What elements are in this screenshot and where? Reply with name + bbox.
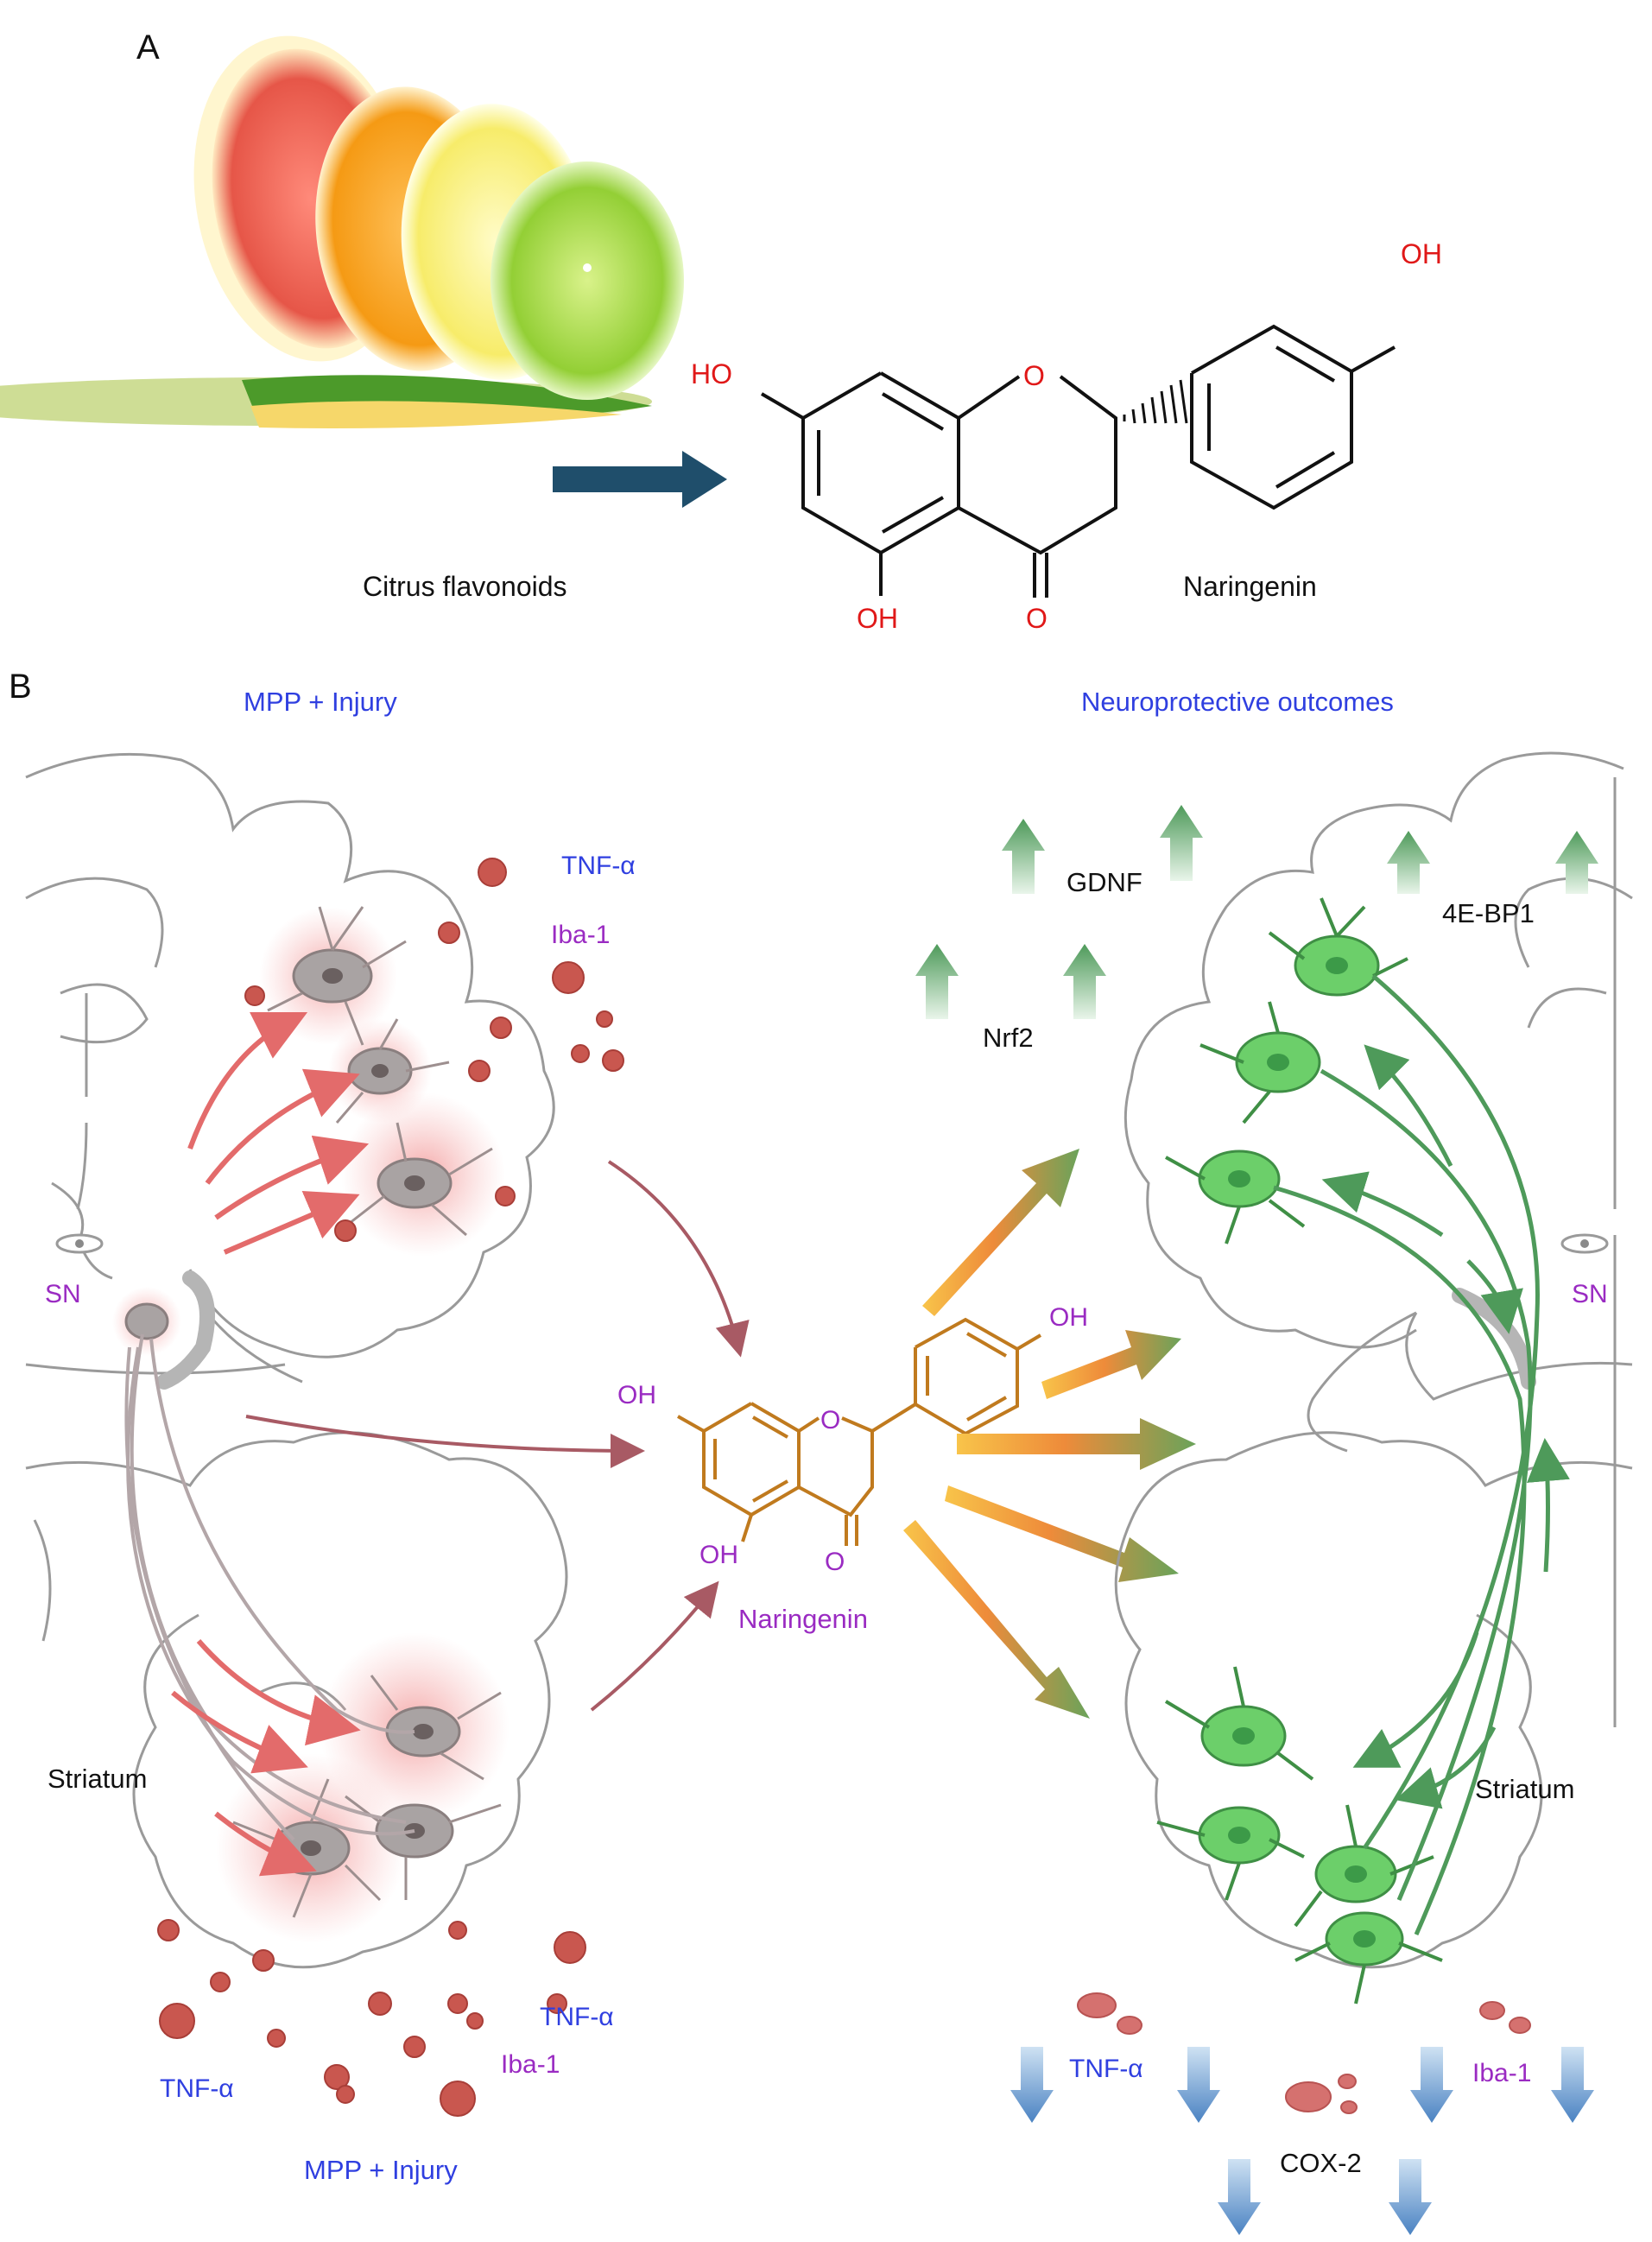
right-brain-outline [1114, 751, 1633, 1969]
center-oh-bottom: OH [699, 1541, 738, 1569]
right-gdnf-label: GDNF [1067, 867, 1142, 897]
right-top-title: Neuroprotective outcomes [1081, 687, 1394, 717]
right-nrf2-label: Nrf2 [983, 1023, 1034, 1053]
left-tnf-bottom-right: TNF-α [540, 2003, 614, 2031]
right-striatum-label: Striatum [1475, 1774, 1574, 1804]
left-microglia-particles [157, 858, 624, 2117]
naringenin-effect-arrows [903, 1149, 1196, 1719]
ho-left-a: HO [691, 358, 732, 390]
naringenin-structure-a [760, 324, 1396, 598]
center-oh-left: OH [617, 1381, 656, 1409]
right-debris-particles [1077, 1992, 1531, 2114]
left-inflammation-glows [112, 907, 510, 1943]
left-sn-band [156, 1270, 215, 1390]
down-arrows-blue [1010, 2047, 1594, 2235]
center-naringenin-label: Naringenin [738, 1604, 868, 1634]
naringenin-structure-b [677, 1317, 1042, 1546]
left-brain-outline [25, 752, 568, 1969]
right-neuron-nuclei [1228, 957, 1376, 1948]
left-iba-bottom: Iba-1 [501, 2050, 560, 2079]
citrus-fruit-illustration [0, 35, 684, 428]
left-top-pink-arrows [187, 1011, 370, 1255]
right-tnf-label: TNF-α [1069, 2055, 1143, 2083]
left-bottom-pink-arrows [171, 1639, 361, 1877]
up-arrows-green [915, 805, 1598, 1019]
citrus-flavonoids-label: Citrus flavonoids [363, 571, 567, 602]
right-green-arrows [1321, 1044, 1570, 1809]
left-tnf-bottom-left: TNF-α [160, 2074, 234, 2103]
left-bottom-title: MPP + Injury [304, 2155, 458, 2185]
left-sn-label: SN [45, 1280, 81, 1308]
naringenin-label-a: Naringenin [1183, 571, 1317, 602]
left-tnf-top: TNF-α [561, 852, 636, 880]
right-sn-label: SN [1572, 1280, 1608, 1308]
panel-b-letter: B [9, 668, 32, 706]
center-ring-oxygen: O [820, 1406, 840, 1434]
right-cox2-label: COX-2 [1280, 2148, 1362, 2178]
right-neuron-dendrites [1156, 897, 1443, 2004]
carbonyl-oxygen-a: O [1026, 603, 1048, 634]
arrow-to-naringenin [553, 451, 727, 508]
center-oh-right: OH [1049, 1303, 1088, 1332]
left-iba-top: Iba-1 [551, 921, 610, 949]
oh-bottom-a: OH [857, 603, 898, 634]
ring-oxygen-a: O [1023, 360, 1045, 391]
right-ventricle-dot [1580, 1239, 1589, 1248]
right-4ebp1-label: 4E-BP1 [1442, 898, 1535, 928]
panel-a-letter: A [136, 28, 160, 66]
right-projection-fibers [1273, 974, 1540, 1936]
left-top-title: MPP + Injury [244, 687, 397, 717]
right-healthy-neurons [1198, 934, 1404, 1966]
left-ventricle-dot [75, 1239, 84, 1248]
left-striatum-label: Striatum [47, 1764, 147, 1794]
injury-to-naringenin-arrows [245, 1160, 750, 1712]
left-projection-fibers [124, 1333, 415, 1841]
stereo-wedge-bond [1123, 379, 1188, 424]
center-carbonyl-oxygen: O [825, 1548, 845, 1576]
oh-top-a: OH [1401, 238, 1442, 269]
right-iba-label: Iba-1 [1472, 2059, 1531, 2087]
